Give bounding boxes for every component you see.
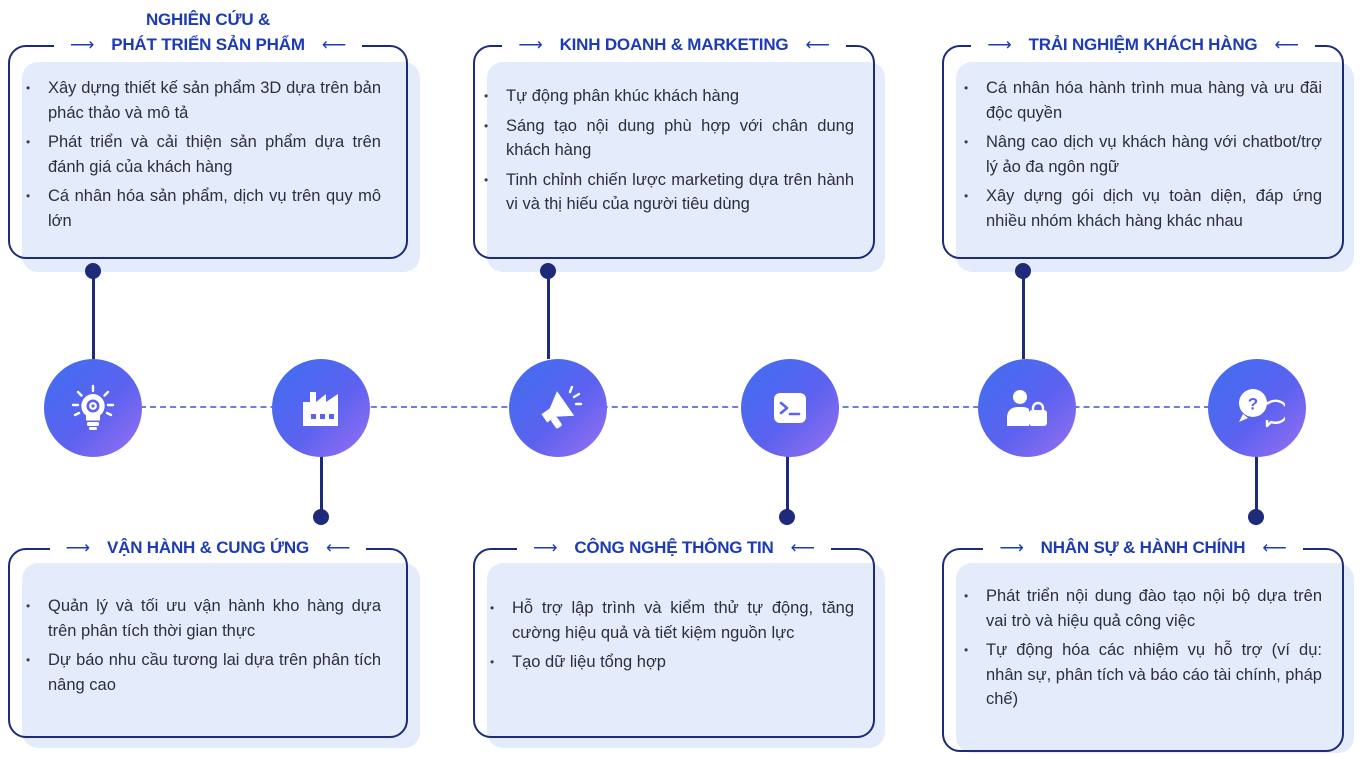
card-title: NGHIÊN CỨU & bbox=[145, 10, 271, 29]
connector-stem bbox=[320, 455, 323, 517]
svg-text:?: ? bbox=[1248, 395, 1258, 414]
list-item: Xây dựng gói dịch vụ toàn diện, đáp ứng … bbox=[964, 184, 1322, 233]
list-item: Nâng cao dịch vụ khách hàng với chatbot/… bbox=[964, 130, 1322, 179]
card-title: ⟶ TRẢI NGHIỆM KHÁCH HÀNG ⟵ bbox=[942, 34, 1344, 56]
list-item: Cá nhân hóa hành trình mua hàng và ưu đã… bbox=[964, 76, 1322, 125]
node-it bbox=[741, 359, 839, 457]
list-item: Sáng tạo nội dung phù hợp với chân dung … bbox=[484, 114, 854, 163]
node-hr: ? bbox=[1208, 359, 1306, 457]
terminal-icon bbox=[774, 393, 806, 423]
timeline-dashed-line bbox=[140, 406, 1220, 408]
bullet-list: Quản lý và tối ưu vận hành kho hàng dựa … bbox=[26, 594, 381, 702]
megaphone-icon bbox=[541, 385, 583, 429]
node-marketing bbox=[509, 359, 607, 457]
node-operations bbox=[272, 359, 370, 457]
connector-stem bbox=[786, 455, 789, 517]
connector-stem bbox=[547, 271, 550, 359]
list-item: Dự báo nhu cầu tương lai dựa trên phân t… bbox=[26, 648, 381, 697]
question-chat-icon: ? bbox=[1239, 389, 1285, 428]
card-title: ⟶ NHÂN SỰ & HÀNH CHÍNH ⟵ bbox=[942, 537, 1344, 559]
bullet-list: Hỗ trợ lập trình và kiểm thử tự động, tă… bbox=[490, 596, 854, 680]
bullet-list: Phát triển nội dung đào tạo nội bộ dựa t… bbox=[964, 584, 1322, 717]
list-item: Quản lý và tối ưu vận hành kho hàng dựa … bbox=[26, 594, 381, 643]
list-item: Xây dựng thiết kế sản phẩm 3D dựa trên b… bbox=[26, 76, 381, 125]
list-item: Tạo dữ liệu tổng hợp bbox=[490, 650, 854, 675]
connector-stem bbox=[92, 271, 95, 359]
connector-stem bbox=[1255, 455, 1258, 517]
connector-stem bbox=[1022, 271, 1025, 359]
factory-icon bbox=[303, 392, 338, 426]
node-rnd bbox=[44, 359, 142, 457]
list-item: Tinh chỉnh chiến lược marketing dựa trên… bbox=[484, 168, 854, 217]
card-title: ⟶ KINH DOANH & MARKETING ⟵ bbox=[473, 34, 875, 56]
list-item: Tự động hóa các nhiệm vụ hỗ trợ (ví dụ: … bbox=[964, 638, 1322, 712]
bullet-list: Cá nhân hóa hành trình mua hàng và ưu đã… bbox=[964, 76, 1322, 238]
bullet-list: Tự động phân khúc khách hàng Sáng tạo nộ… bbox=[484, 84, 854, 222]
customer-bag-icon bbox=[1007, 390, 1047, 426]
list-item: Phát triển nội dung đào tạo nội bộ dựa t… bbox=[964, 584, 1322, 633]
card-title: ⟶ CÔNG NGHỆ THÔNG TIN ⟵ bbox=[473, 537, 875, 559]
list-item: Tự động phân khúc khách hàng bbox=[484, 84, 854, 109]
connector-dot bbox=[779, 509, 795, 525]
card-title: ⟶ PHÁT TRIỂN SẢN PHẨM ⟵ bbox=[8, 34, 408, 56]
lightbulb-gear-icon bbox=[71, 384, 115, 430]
list-item: Phát triển và cải thiện sản phẩm dựa trê… bbox=[26, 130, 381, 179]
connector-dot bbox=[1248, 509, 1264, 525]
list-item: Hỗ trợ lập trình và kiểm thử tự động, tă… bbox=[490, 596, 854, 645]
list-item: Cá nhân hóa sản phẩm, dịch vụ trên quy m… bbox=[26, 184, 381, 233]
node-customer bbox=[978, 359, 1076, 457]
connector-dot bbox=[313, 509, 329, 525]
card-title: ⟶ VẬN HÀNH & CUNG ỨNG ⟵ bbox=[8, 537, 408, 559]
bullet-list: Xây dựng thiết kế sản phẩm 3D dựa trên b… bbox=[26, 76, 381, 238]
